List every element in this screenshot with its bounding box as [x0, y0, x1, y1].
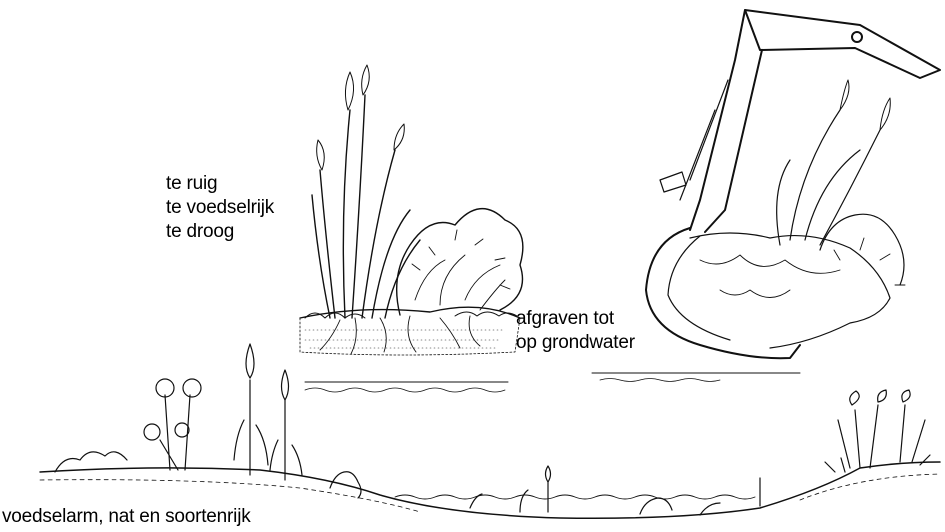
label-line: te voedselrijk — [166, 196, 274, 220]
label-line: voedselarm, nat en soortenrijk — [2, 505, 251, 529]
wildflower-plants — [55, 344, 930, 515]
label-too-rough-rich-dry: te ruig te voedselrijk te droog — [166, 172, 274, 244]
label-line: te droog — [166, 220, 274, 244]
groundwater-lines-left — [305, 382, 508, 392]
label-dig-to-groundwater: afgraven tot op grondwater — [516, 307, 635, 355]
overgrown-vegetation-patch — [300, 65, 523, 355]
label-line: op grondwater — [516, 331, 635, 355]
pond-water — [395, 495, 755, 499]
label-line: te ruig — [166, 172, 274, 196]
label-nutrient-poor-wet-species-rich: voedselarm, nat en soortenrijk — [2, 505, 251, 529]
label-line: afgraven tot — [516, 307, 635, 331]
groundwater-line-right — [592, 373, 800, 382]
excavator-arm — [646, 10, 940, 358]
